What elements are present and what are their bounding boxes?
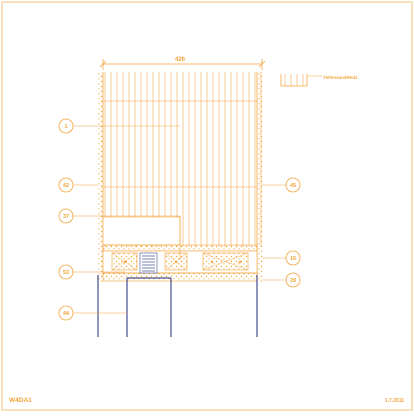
- sheet-frame: [1, 1, 413, 411]
- inner-panel: [102, 216, 181, 246]
- svg-text:44: 44: [63, 311, 70, 317]
- callout-29: 29: [285, 272, 301, 288]
- svg-text:16: 16: [290, 256, 296, 262]
- svg-text:37: 37: [63, 214, 69, 220]
- svg-text:42: 42: [63, 183, 69, 189]
- leader-lines: [73, 125, 286, 314]
- legend-label: Tiefensand/Holz: [323, 75, 358, 80]
- callout-53: 53: [58, 264, 74, 280]
- right-render-layer: [257, 72, 262, 282]
- svg-text:45: 45: [290, 183, 296, 189]
- sheet-code: W4DA1: [9, 397, 32, 404]
- left-render-layer: [98, 72, 103, 282]
- callout-44: 44: [58, 305, 74, 321]
- callout-37: 37: [58, 208, 74, 224]
- svg-text:1: 1: [64, 124, 67, 130]
- vent-grille: [139, 252, 158, 274]
- bottom-plate: [102, 272, 258, 282]
- callout-1: 1: [58, 118, 74, 134]
- callout-16: 16: [285, 250, 301, 266]
- callout-45: 45: [285, 177, 301, 193]
- base-beam-sections: [111, 252, 249, 271]
- svg-text:53: 53: [63, 270, 69, 276]
- dimension-line: [99, 59, 266, 70]
- dimension-label: 426: [175, 57, 186, 63]
- legend-symbol: [280, 74, 322, 87]
- structural-lines: [97, 275, 258, 337]
- callout-42: 42: [58, 177, 74, 193]
- sheet-date: 1.7.2011: [385, 398, 404, 404]
- svg-text:29: 29: [290, 278, 296, 284]
